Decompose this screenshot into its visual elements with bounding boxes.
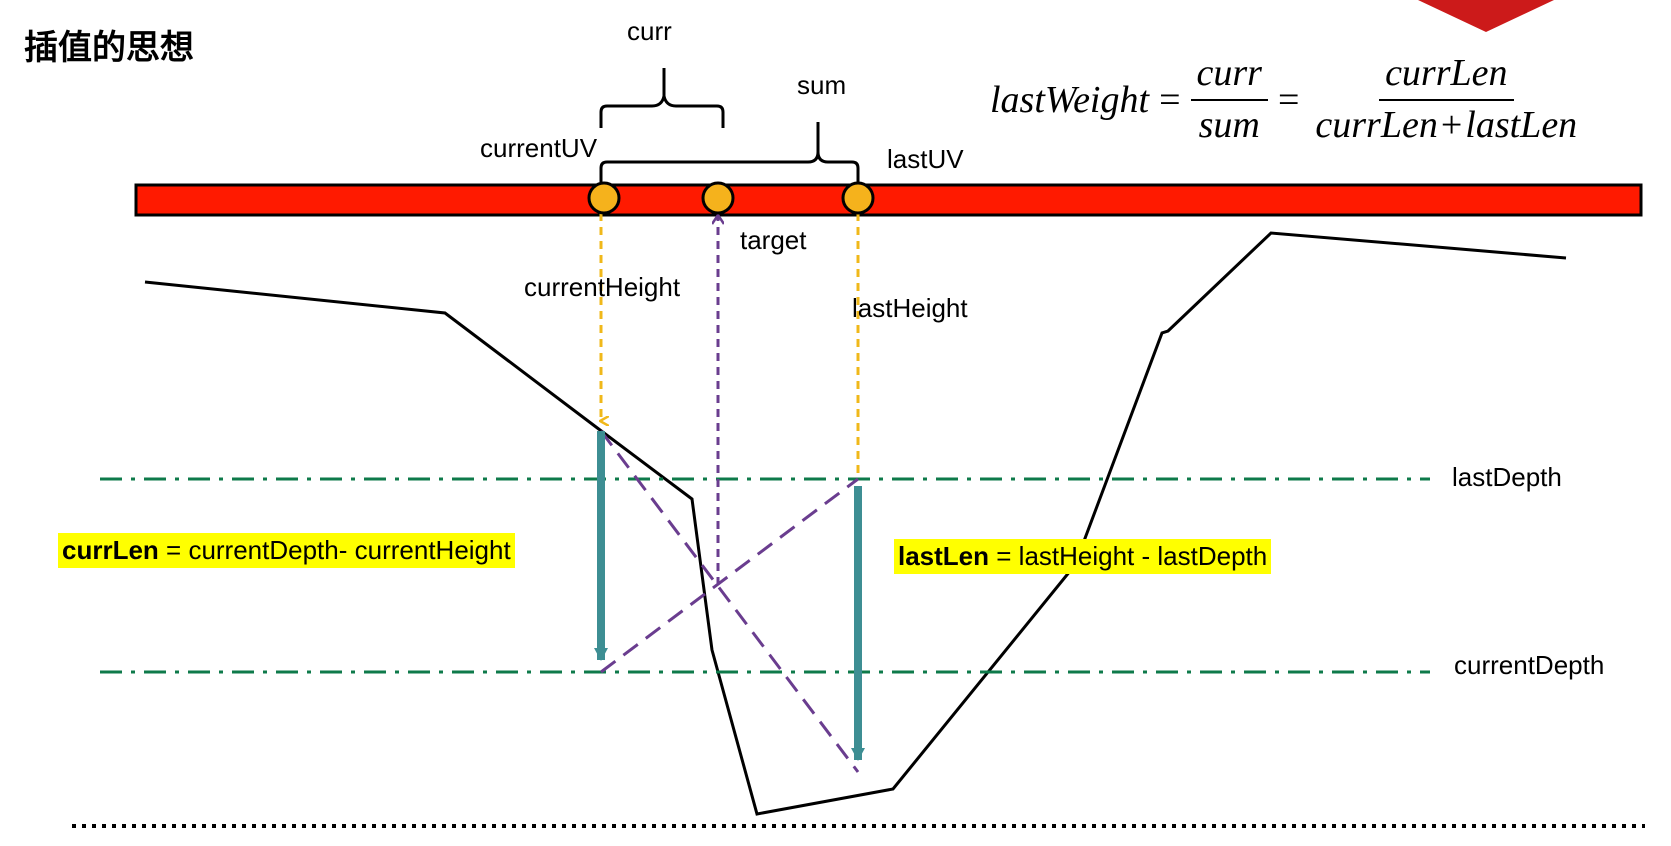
denominator-currlen: currLen — [1315, 104, 1438, 146]
height-profile — [144, 231, 1567, 816]
diagonal-line-a — [599, 430, 860, 773]
last-len-term: lastLen — [898, 541, 990, 571]
fraction-numerator-curr: curr — [1190, 52, 1268, 101]
last-height-label: lastHeight — [852, 293, 968, 323]
last-weight-formula: lastWeight = curr sum = currLen currLen+… — [990, 40, 1583, 160]
curr-label: curr — [627, 16, 672, 46]
fraction-denominator-sum-of-lens: currLen+lastLen — [1309, 101, 1583, 147]
last-len-definition: = lastHeight - lastDepth — [989, 541, 1268, 571]
denominator-plus: + — [1440, 104, 1463, 146]
slide-title: 插值的思想 — [24, 28, 194, 68]
formula-equals-1: = — [1159, 79, 1181, 121]
current-depth-label: currentDepth — [1454, 650, 1605, 680]
last-uv-label: lastUV — [887, 144, 964, 174]
fraction-len-ratio: currLen currLen+lastLen — [1309, 52, 1583, 147]
last-len-equation: lastLen = lastHeight - lastDepth — [894, 539, 1272, 574]
current-uv-point — [587, 181, 621, 215]
fraction-denominator-sum: sum — [1198, 104, 1260, 146]
sum-label: sum — [797, 70, 847, 100]
formula-lhs: lastWeight — [990, 79, 1150, 121]
fraction-curr-over-sum: curr sum — [1190, 52, 1268, 147]
denominator-lastlen: lastLen — [1465, 104, 1578, 146]
curr-brace — [599, 68, 725, 128]
uv-bar — [134, 183, 1643, 217]
current-uv-label: currentUV — [480, 133, 598, 163]
last-uv-point — [841, 181, 875, 215]
diagonal-line-b — [600, 477, 859, 674]
target-label: target — [740, 225, 807, 255]
current-height-label: currentHeight — [524, 272, 681, 302]
sum-brace — [599, 122, 860, 182]
curr-len-term: currLen — [62, 535, 159, 565]
corner-decoration — [1418, 0, 1554, 32]
curr-len-definition: = currentDepth- currentHeight — [158, 535, 511, 565]
target-uv-point — [701, 181, 735, 215]
formula-equals-2: = — [1277, 79, 1300, 121]
curr-len-equation: currLen = currentDepth- currentHeight — [58, 533, 515, 568]
fraction-numerator-currlen: currLen — [1379, 52, 1514, 101]
last-depth-label: lastDepth — [1452, 462, 1562, 492]
